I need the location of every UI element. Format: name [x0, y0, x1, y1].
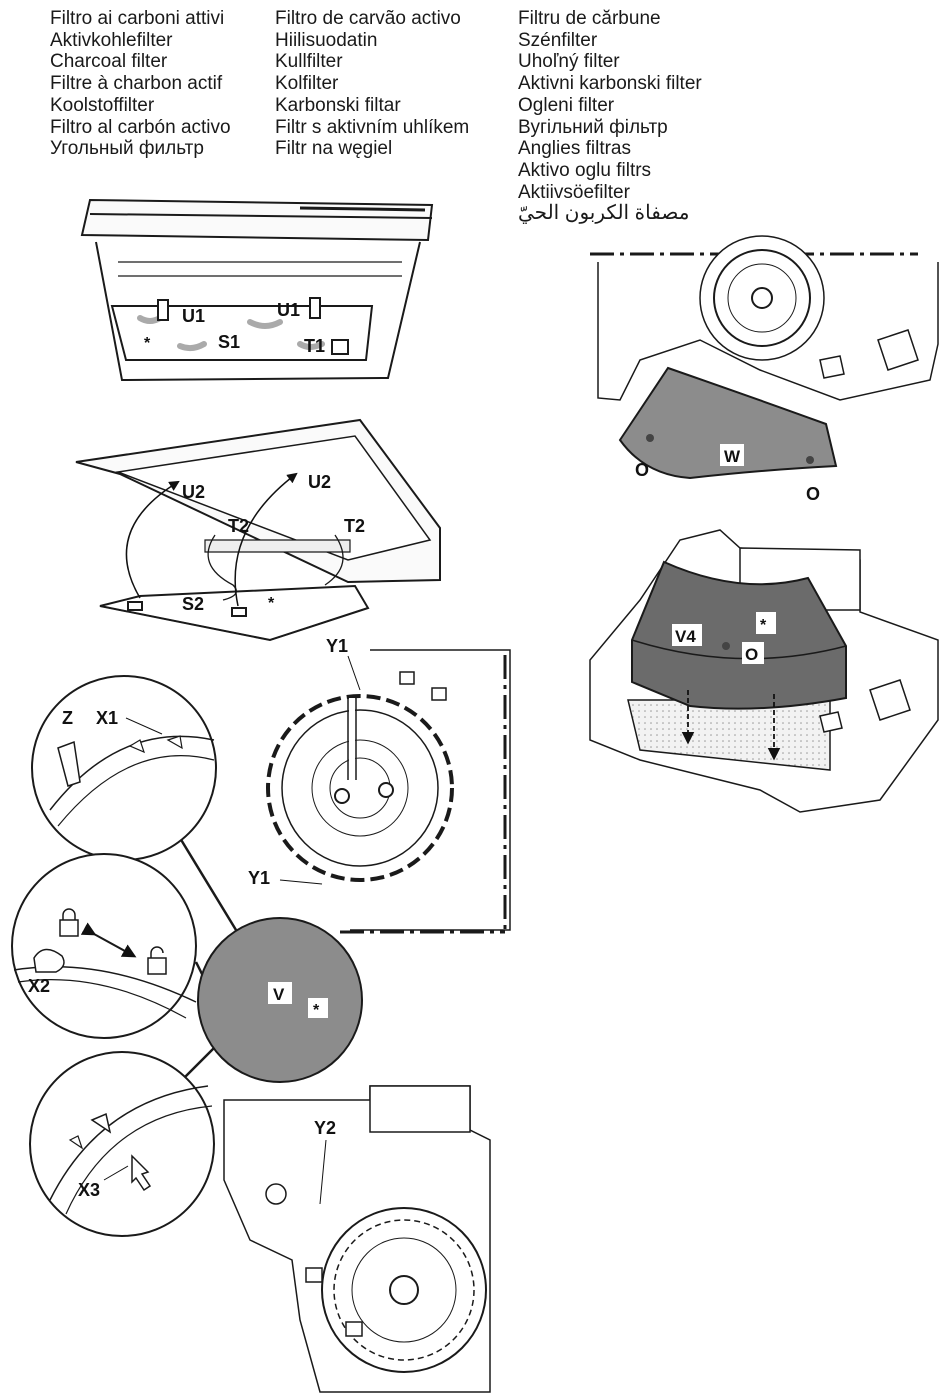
language-column-1: Filtro ai carboni attivi Aktivkohlefilte…: [50, 8, 231, 160]
caption-line: Filtro al carbón activo: [50, 116, 231, 138]
caption-line: Filtr na węgiel: [275, 138, 393, 160]
label-box: [756, 612, 776, 634]
label-u2-right: U2: [308, 472, 331, 492]
unlock-icon: [147, 946, 167, 975]
label-u1-left: U1: [182, 306, 205, 326]
label-box: [672, 624, 702, 646]
caption-line: Ogleni filter: [518, 94, 615, 116]
label-x1: X1: [96, 708, 118, 728]
star-mark: *: [313, 1002, 320, 1019]
callout-x3: [29, 1051, 215, 1237]
motor-middle: [266, 649, 511, 934]
pointer-arrow-icon: [131, 1154, 152, 1192]
label-v4: V4: [675, 627, 696, 646]
caption-line: Kolfilter: [275, 73, 339, 95]
language-column-2: Filtro de carvão activo Hiilisuodatin Ku…: [275, 8, 469, 160]
double-arrow-icon: [80, 922, 137, 958]
label-t2-right: T2: [344, 516, 365, 536]
label-v: V: [273, 985, 285, 1004]
label-y1-bottom: Y1: [248, 868, 270, 888]
label-w: W: [724, 447, 741, 466]
label-box: [742, 642, 764, 664]
caption-line: Charcoal filter: [50, 51, 168, 73]
caption-line: Filtr s aktivním uhlíkem: [275, 116, 470, 138]
label-box: [720, 444, 744, 466]
label-x3: X3: [78, 1180, 100, 1200]
label-o: O: [635, 460, 649, 480]
label-o: O: [806, 484, 820, 504]
caption-line: Filtro de carvão activo: [275, 8, 461, 29]
label-x2: X2: [28, 976, 50, 996]
caption-line: Anglies filtras: [518, 138, 631, 160]
caption-line: Aktivni karbonski filter: [518, 73, 702, 95]
label-s1: S1: [218, 332, 240, 352]
arrow-to-u2-right: [234, 472, 298, 607]
label-y2: Y2: [314, 1118, 336, 1138]
caption-line: Aktiivsöefilter: [518, 181, 630, 203]
caption-line: Kullfilter: [275, 51, 343, 73]
caption-line: Filtru de cărbune: [518, 8, 661, 29]
callout-x2: [11, 853, 197, 1039]
caption-line: Угольный фильтр: [50, 138, 204, 160]
screw-hole: [646, 434, 654, 442]
callout-z-x1: [31, 675, 217, 861]
filter-w: [618, 366, 838, 480]
caption-line: Filtro ai carboni attivi: [50, 8, 225, 29]
label-u1-right: U1: [277, 300, 300, 320]
screw-hole: [722, 642, 730, 650]
language-column-3: Filtru de cărbune Szénfilter Uhoľný filt…: [518, 8, 702, 225]
caption-line: Filtre à charbon actif: [50, 73, 223, 95]
caption-line: Aktivo oglu filtrs: [518, 159, 652, 181]
arrow-to-u2-left: [125, 480, 180, 599]
caption-line: مصفاة الكربون الحيّ: [518, 202, 690, 225]
label-u2-left: U2: [182, 482, 205, 502]
lock-icon: [59, 908, 79, 937]
label-s2: S2: [182, 594, 204, 614]
star-mark: *: [144, 335, 151, 352]
caption-line: Szénfilter: [518, 29, 598, 51]
label-box: [268, 982, 292, 1004]
filter-v4: [631, 560, 847, 710]
hood-2-illustration: [75, 418, 441, 642]
caption-line: Karbonski filtar: [275, 94, 401, 116]
caption-line: Uhoľný filter: [518, 51, 620, 73]
motor-with-w-filter: [590, 235, 939, 401]
caption-line: Aktivkohlefilter: [50, 29, 173, 51]
label-t1: T1: [304, 336, 325, 356]
hood-1-illustration: [80, 198, 434, 382]
caption-line: Вугільний фільтр: [518, 116, 668, 138]
screw-hole: [806, 456, 814, 464]
star-mark: *: [268, 595, 275, 612]
caption-line: Hiilisuodatin: [275, 29, 378, 51]
label-o: O: [745, 645, 758, 664]
caption-line: Koolstoffilter: [50, 94, 155, 116]
label-y1-top: Y1: [326, 636, 348, 656]
label-z: Z: [62, 708, 73, 728]
star-mark: *: [760, 617, 767, 634]
label-t2-left: T2: [228, 516, 249, 536]
motor-bottom: [223, 1085, 491, 1393]
label-box: [308, 998, 328, 1018]
